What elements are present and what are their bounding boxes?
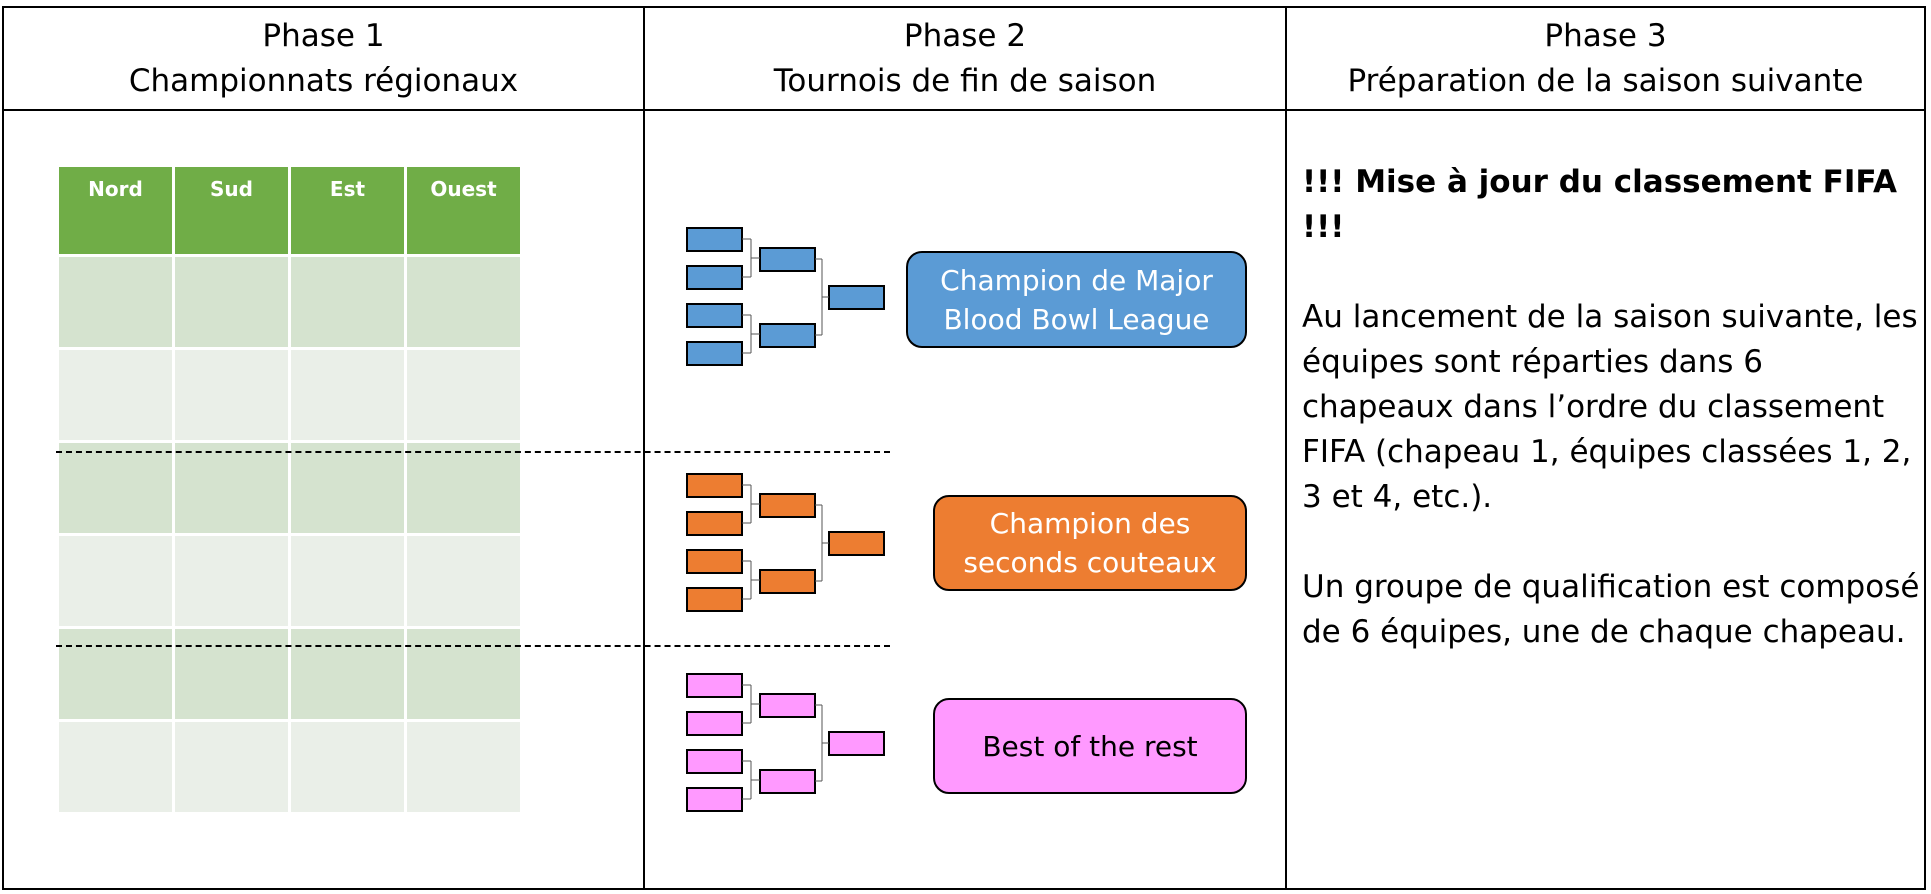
tournament-brackets bbox=[686, 227, 885, 812]
phase2-subtitle: Tournois de fin de saison bbox=[773, 63, 1157, 99]
column-header-est: Est bbox=[288, 164, 407, 257]
seconds-couteaux-bracket-slot bbox=[686, 511, 743, 536]
table-row bbox=[56, 626, 523, 722]
best-of-rest-bracket-final bbox=[828, 731, 885, 756]
seconds-couteaux-bracket-slot bbox=[759, 493, 816, 518]
column-header-nord: Nord bbox=[56, 164, 175, 257]
best-of-rest-bracket-slot bbox=[686, 787, 743, 812]
best-of-rest-bracket-slot bbox=[686, 711, 743, 736]
diagram-frame bbox=[2, 6, 1926, 890]
best-of-rest-bracket-slot bbox=[759, 769, 816, 794]
phase3-content: !!! Mise à jour du classement FIFA !!! A… bbox=[1302, 160, 1922, 700]
major-league-bracket-slot bbox=[759, 323, 816, 348]
phase2-title: Phase 2 bbox=[903, 18, 1027, 54]
best-of-rest-label: Best of the rest bbox=[982, 729, 1198, 763]
seconds-couteaux-bracket-slot bbox=[686, 473, 743, 498]
major-league-champion-box: Champion de Major Blood Bowl League bbox=[906, 251, 1247, 348]
phase3-header: Phase 3 Préparation de la saison suivant… bbox=[1287, 14, 1924, 104]
table-row bbox=[56, 440, 523, 536]
best-of-rest-bracket-slot bbox=[686, 673, 743, 698]
table-row bbox=[56, 719, 523, 815]
seconds-couteaux-champion-label: Champion des seconds couteaux bbox=[963, 507, 1217, 579]
table-row bbox=[56, 254, 523, 350]
major-league-bracket-slot bbox=[686, 341, 743, 366]
phase3-title: Phase 3 bbox=[1544, 18, 1667, 54]
tier-separator-2 bbox=[56, 645, 890, 647]
tier-separator-1 bbox=[56, 451, 890, 453]
seconds-couteaux-bracket-final bbox=[828, 531, 885, 556]
pots-paragraph: Au lancement de la saison suivante, les … bbox=[1302, 299, 1918, 515]
phase1-title: Phase 1 bbox=[262, 18, 385, 54]
major-league-bracket-slot bbox=[686, 303, 743, 328]
major-league-bracket-final bbox=[828, 285, 885, 310]
major-league-bracket-slot bbox=[759, 247, 816, 272]
fifa-ranking-title: !!! Mise à jour du classement FIFA !!! bbox=[1302, 164, 1897, 245]
major-league-bracket-slot bbox=[686, 227, 743, 252]
column-header-sud: Sud bbox=[172, 164, 291, 257]
phase2-header: Phase 2 Tournois de fin de saison bbox=[645, 14, 1285, 104]
major-league-champion-label: Champion de Major Blood Bowl League bbox=[940, 263, 1213, 336]
column-header-ouest: Ouest bbox=[404, 164, 523, 257]
table-row bbox=[56, 533, 523, 629]
major-league-bracket-slot bbox=[686, 265, 743, 290]
column-divider-1 bbox=[643, 6, 645, 890]
best-of-rest-box: Best of the rest bbox=[933, 698, 1247, 794]
regional-championships-table: Nord Sud Est Ouest bbox=[56, 164, 523, 815]
phase3-subtitle: Préparation de la saison suivante bbox=[1347, 63, 1864, 99]
best-of-rest-bracket-slot bbox=[759, 693, 816, 718]
column-divider-2 bbox=[1285, 6, 1287, 890]
seconds-couteaux-bracket-slot bbox=[759, 569, 816, 594]
phase1-subtitle: Championnats régionaux bbox=[128, 63, 519, 99]
seconds-couteaux-bracket-slot bbox=[686, 549, 743, 574]
seconds-couteaux-bracket-slot bbox=[686, 587, 743, 612]
table-row bbox=[56, 347, 523, 443]
qualification-group-paragraph: Un groupe de qualification est composé d… bbox=[1302, 569, 1920, 650]
header-divider bbox=[2, 109, 1926, 111]
seconds-couteaux-champion-box: Champion des seconds couteaux bbox=[933, 495, 1247, 591]
best-of-rest-bracket-slot bbox=[686, 749, 743, 774]
phase1-header: Phase 1 Championnats régionaux bbox=[4, 14, 643, 104]
